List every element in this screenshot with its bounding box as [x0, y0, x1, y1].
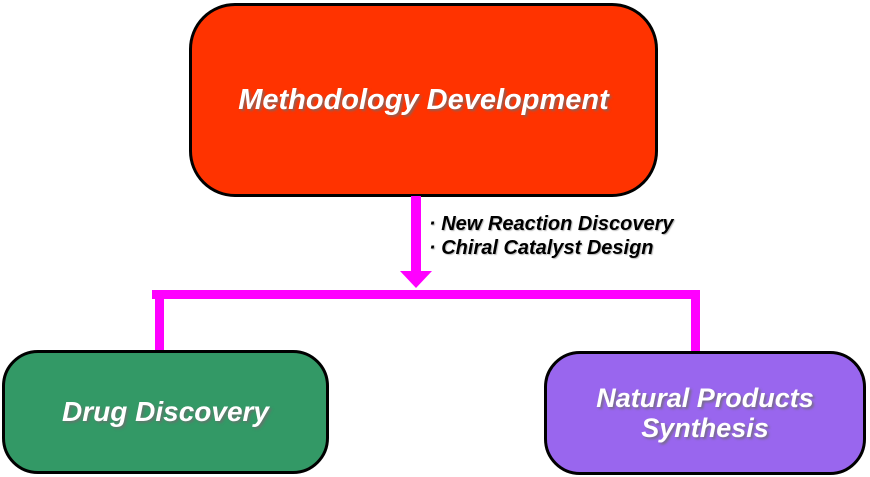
bullet-item-new-reaction: · New Reaction Discovery [429, 213, 674, 235]
connector-horizontal-bar [152, 290, 700, 299]
connector-left-leg [155, 290, 164, 352]
natural-products-synthesis-box: Natural Products Synthesis [544, 351, 866, 475]
down-arrow-shaft [411, 196, 421, 273]
drug-discovery-label: Drug Discovery [62, 396, 269, 427]
down-arrow-head-icon [400, 271, 432, 288]
natural-products-synthesis-label: Natural Products Synthesis [596, 383, 814, 443]
methodology-development-box: Methodology Development [189, 3, 658, 197]
bullet-list: · New Reaction Discovery · Chiral Cataly… [429, 212, 674, 260]
connector-right-leg [691, 290, 700, 352]
methodology-development-label: Methodology Development [238, 83, 609, 116]
drug-discovery-box: Drug Discovery [2, 350, 329, 474]
bullet-item-chiral-catalyst: · Chiral Catalyst Design [429, 237, 654, 259]
